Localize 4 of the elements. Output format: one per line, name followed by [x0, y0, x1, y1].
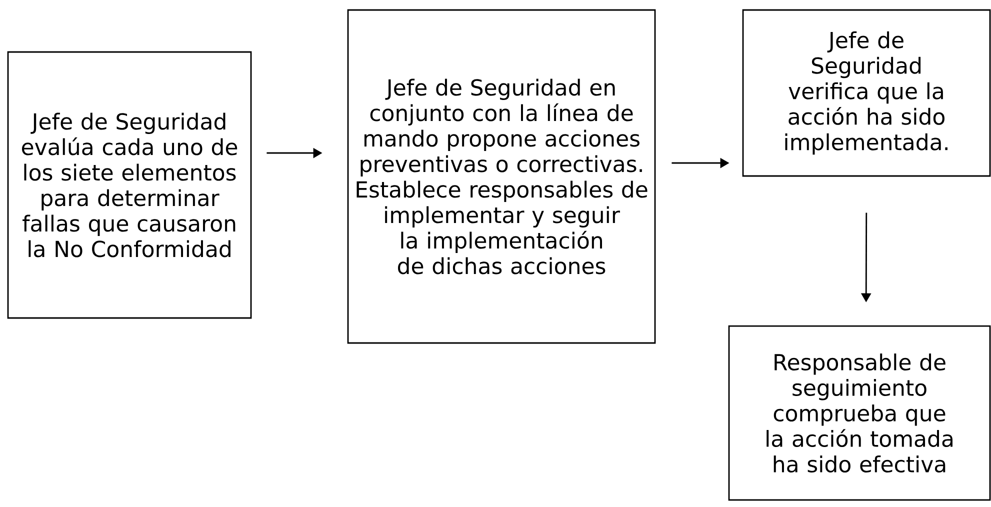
process-box: Responsable de seguimiento comprueba que la acción tomada ha sido efectiva [728, 325, 991, 501]
process-box: Jefe de Seguridad en conjunto con la línea de mando propone acciones preventivas o correctivas. Establece responsables de implementar y seguir la implementación de dichas acciones [347, 9, 656, 344]
process-box: Jefe de Seguridad evalúa cada uno de los siete elementos para determinar fallas que causaron la No Conformidad [7, 51, 252, 319]
process-box: Jefe de Seguridad verifica que la acción ha sido implementada. [742, 9, 991, 177]
